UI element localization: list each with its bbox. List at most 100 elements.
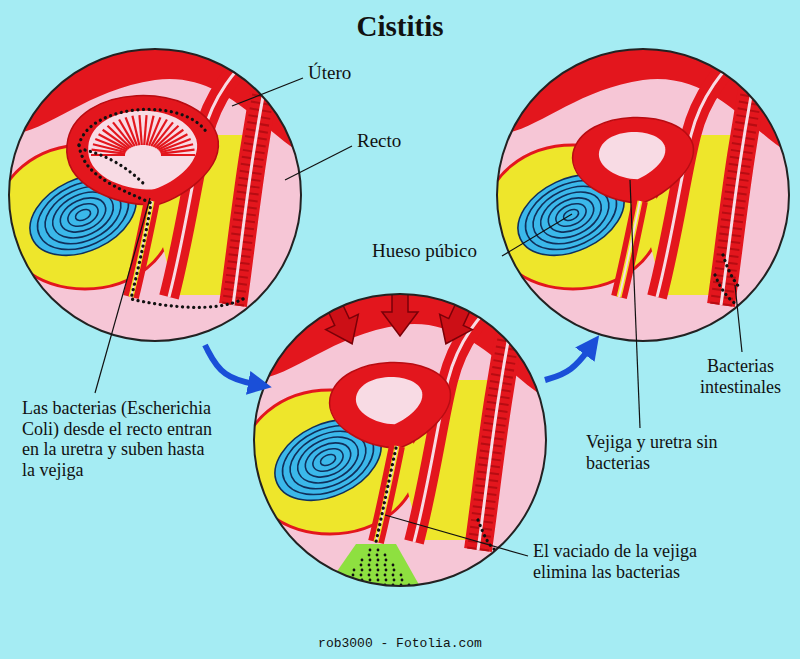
rectum-folds	[233, 45, 273, 305]
urethra-lumen	[376, 446, 397, 542]
leader-line	[735, 285, 742, 352]
bacteria-dot	[409, 589, 412, 592]
bacteria-dot	[369, 579, 372, 582]
bladder-lumen	[88, 111, 197, 190]
bacteria-dot	[345, 589, 348, 592]
pubic-bone-ring	[74, 207, 93, 222]
bacteria-dot	[393, 589, 396, 592]
bacteria-dot	[361, 569, 364, 572]
bacteria-dot	[369, 569, 372, 572]
bladder-fold	[132, 116, 139, 145]
bacteria-dot	[401, 589, 404, 592]
pubic-bone-ring	[55, 191, 111, 239]
bladder-wall	[330, 362, 451, 448]
rectum	[478, 290, 518, 550]
bacteria-dot	[345, 579, 348, 582]
rectum-lumen	[233, 45, 273, 305]
bacteria-dot	[369, 589, 372, 592]
progress-arrow	[545, 345, 592, 380]
part-label: Hueso púbico	[372, 240, 512, 262]
part-label: Recto	[357, 130, 447, 152]
bacteria-dot	[377, 549, 380, 552]
bacteria-dot	[337, 589, 340, 592]
urethra	[376, 446, 397, 542]
bacteria-dot	[392, 564, 395, 567]
bacteria-dot	[384, 564, 387, 567]
bacteria-dots	[478, 520, 498, 552]
urethra-lining	[376, 446, 397, 542]
bladder-wall	[573, 117, 694, 203]
bacteria-dot	[385, 569, 388, 572]
anatomy-circle	[0, 45, 305, 341]
pubic-bone-ring	[300, 436, 356, 484]
bacteria-dot	[352, 574, 355, 577]
part-label: Bacterias intestinales	[688, 356, 793, 397]
leader-line	[502, 214, 572, 256]
bacteria-dot	[393, 579, 396, 582]
bacteria-dot	[401, 579, 404, 582]
bacteria-dot	[384, 554, 387, 557]
progress-arrow	[205, 345, 260, 385]
rectum-folds	[721, 45, 761, 305]
rectum	[721, 45, 761, 305]
bacteria-dot	[377, 579, 380, 582]
pubic-bone-ring	[290, 428, 365, 492]
bacteria-dot	[353, 589, 356, 592]
bacteria-dot	[392, 574, 395, 577]
bacteria-dot	[368, 564, 371, 567]
bacteria-dot	[400, 574, 403, 577]
leader-line	[285, 146, 352, 180]
bacteria-dot	[377, 589, 380, 592]
part-label: Las bacterias (Escherichia Coli) desde e…	[22, 398, 217, 481]
anatomy-circle	[242, 282, 550, 591]
bacteria-dot	[369, 559, 372, 562]
rectum-folds	[478, 290, 518, 550]
bacteria-dot	[360, 564, 363, 567]
bacteria-dot	[385, 559, 388, 562]
rectum-lumen	[478, 290, 518, 550]
bacteria-dot	[360, 574, 363, 577]
pressure-arrow	[382, 282, 418, 336]
part-label: Útero	[308, 62, 398, 84]
bacteria-dots	[79, 145, 243, 307]
bacteria-dot	[361, 559, 364, 562]
bladder-fold	[144, 115, 146, 145]
leader-line	[232, 78, 303, 106]
watermark: rob3000 - Fotolia.com	[0, 637, 800, 652]
rectum	[233, 45, 273, 305]
urethra-lining	[619, 201, 640, 297]
title: Cistitis	[0, 10, 800, 43]
bacteria-dot	[368, 584, 371, 587]
part-label: El vaciado de la vejiga elimina las bact…	[533, 541, 723, 582]
bacteria-dot	[368, 574, 371, 577]
bacteria-dot	[353, 569, 356, 572]
circle-border	[9, 49, 301, 341]
bacteria-dot	[376, 554, 379, 557]
bacteria-dot	[376, 564, 379, 567]
bacteria-dot	[376, 574, 379, 577]
bacteria-dot	[377, 569, 380, 572]
pressure-arrow	[430, 287, 485, 351]
bacteria-dots	[723, 255, 739, 287]
bacteria-dot	[369, 549, 372, 552]
rectum-lumen	[721, 45, 761, 305]
bacteria-dots	[85, 150, 145, 185]
bladder-fold	[161, 150, 195, 154]
pressure-arrow	[313, 287, 368, 351]
urethra	[619, 201, 640, 297]
leader-line	[385, 515, 528, 556]
bladder-lumen	[599, 132, 665, 179]
bacteria-dot	[361, 589, 364, 592]
circle-border	[254, 294, 546, 586]
bacteria-dots	[79, 109, 207, 145]
bladder-fold	[139, 115, 141, 145]
pubic-bone-ring	[319, 452, 338, 467]
part-label: Vejiga y uretra sin bacterias	[586, 432, 746, 473]
pubic-bone-ring	[309, 444, 346, 476]
bacteria-dot	[384, 574, 387, 577]
bacteria-dot	[352, 584, 355, 587]
bladder-wall	[67, 96, 219, 205]
bacteria-dot	[393, 569, 396, 572]
bladder-lumen	[356, 377, 422, 424]
bacteria-dot	[360, 584, 363, 587]
